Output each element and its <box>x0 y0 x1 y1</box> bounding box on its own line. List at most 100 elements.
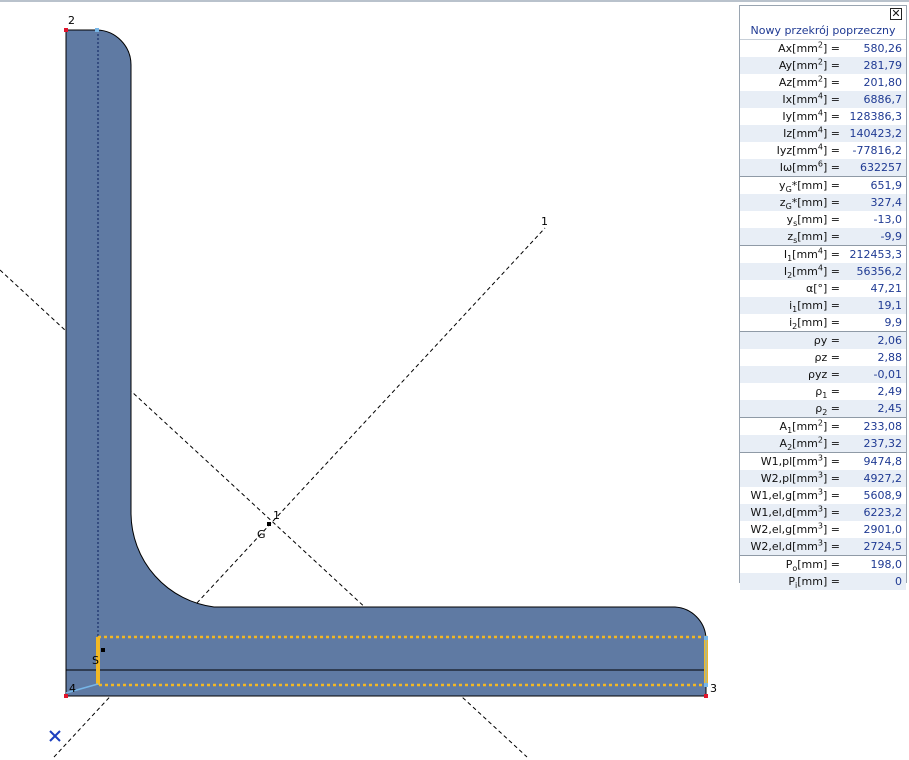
property-value: 237,32 <box>863 437 903 450</box>
property-row: yG*[mm] = 651,9 <box>740 176 906 194</box>
node-label-3: 3 <box>710 682 717 695</box>
property-value: 327,4 <box>870 196 903 209</box>
property-row: ρyz = -0,01 <box>740 366 906 383</box>
property-value: 651,9 <box>870 179 903 192</box>
property-row: W1,el,d[mm3] = 6223,2 <box>740 504 906 521</box>
property-row: I2[mm4] = 56356,2 <box>740 263 906 280</box>
property-value: 212453,3 <box>849 248 903 261</box>
property-value: 4927,2 <box>863 472 903 485</box>
property-row: ρ2 =2,45 <box>740 400 906 417</box>
property-key: W1,el,d[mm3] = <box>750 504 840 519</box>
property-value: 580,26 <box>863 42 903 55</box>
property-key: W2,el,g[mm3] = <box>750 521 840 536</box>
property-row: i2[mm] =9,9 <box>740 314 906 331</box>
node-right-top[interactable] <box>704 636 708 640</box>
property-key: ρz = <box>814 351 840 364</box>
close-icon[interactable]: ✕ <box>890 7 902 20</box>
property-key: Iy[mm4] = <box>782 108 840 123</box>
coordinate-origin-icon <box>49 730 61 742</box>
property-value: 2,06 <box>877 334 903 347</box>
property-row: Az[mm2] =201,80 <box>740 74 906 91</box>
property-row: α[°] = 47,21 <box>740 280 906 297</box>
node-4[interactable] <box>64 694 68 698</box>
property-key: ρy = <box>813 334 840 347</box>
property-row: A2[mm2] = 237,32 <box>740 435 906 452</box>
property-value: -0,01 <box>873 368 902 381</box>
property-key: Iz[mm4] = <box>783 125 840 140</box>
property-row: W2,el,d[mm3] = 2724,5 <box>740 538 906 555</box>
property-value: 281,79 <box>863 59 903 72</box>
node-2[interactable] <box>64 28 68 32</box>
property-key: ρyz = <box>808 368 840 381</box>
axis-label-1-center: 1 <box>273 509 280 522</box>
property-row: ρz = 2,88 <box>740 349 906 366</box>
property-key: W1,pl[mm3] = <box>760 453 840 468</box>
property-value: 128386,3 <box>849 110 903 123</box>
property-value: 140423,2 <box>849 127 903 140</box>
property-row: Ay[mm2] = 281,79 <box>740 57 906 74</box>
property-value: 2901,0 <box>863 523 903 536</box>
node-top-right[interactable] <box>95 28 99 32</box>
property-row: W1,pl[mm3] = 9474,8 <box>740 452 906 470</box>
property-value: 6223,2 <box>863 506 903 519</box>
property-value: 5608,9 <box>863 489 903 502</box>
property-key: A2[mm2] = <box>779 435 840 453</box>
property-key: ρ1 = <box>815 385 840 401</box>
shear-center-point[interactable] <box>101 648 105 652</box>
property-value: -13,0 <box>873 213 902 226</box>
property-value: 2724,5 <box>863 540 903 553</box>
property-key: α[°] = <box>805 282 840 295</box>
property-row: Pi[mm] = 0 <box>740 573 906 590</box>
property-value: -9,9 <box>880 230 902 243</box>
node-3[interactable] <box>704 694 708 698</box>
property-value: 2,45 <box>877 402 903 415</box>
edge-marker-bottom-left <box>65 683 99 694</box>
property-value: 47,21 <box>870 282 903 295</box>
property-row: W2,el,g[mm3] = 2901,0 <box>740 521 906 538</box>
property-key: Az[mm2] = <box>778 74 840 89</box>
centroid-point[interactable] <box>267 522 271 526</box>
property-key: Ix[mm4] = <box>782 91 840 106</box>
property-key: zs[mm] = <box>787 230 840 246</box>
property-value: 632257 <box>860 161 902 174</box>
property-key: Pi[mm] = <box>788 575 840 591</box>
node-label-2: 2 <box>68 14 75 27</box>
panel-title: Nowy przekrój poprzeczny <box>740 22 906 40</box>
property-key: ys[mm] = <box>786 213 840 229</box>
property-key: A1[mm2] = <box>779 418 840 436</box>
property-row: zs[mm] = -9,9 <box>740 228 906 245</box>
property-row: ρ1 =2,49 <box>740 383 906 400</box>
property-value: 19,1 <box>877 299 903 312</box>
property-key: Ax[mm2] = <box>778 40 840 55</box>
property-value: 9474,8 <box>863 455 903 468</box>
l-section-shape[interactable] <box>65 29 707 697</box>
property-key: Ay[mm2] = <box>778 57 840 72</box>
property-key: W1,el,g[mm3] = <box>750 487 840 502</box>
node-right-mid[interactable] <box>704 683 708 687</box>
property-value: 198,0 <box>870 558 903 571</box>
property-row: ys[mm] = -13,0 <box>740 211 906 228</box>
property-row: A1[mm2] =233,08 <box>740 417 906 435</box>
property-key: W2,el,d[mm3] = <box>750 538 840 553</box>
property-key: W2,pl[mm3] = <box>760 470 840 485</box>
property-key: i1[mm] = <box>789 299 840 315</box>
property-row: Po[mm] =198,0 <box>740 555 906 573</box>
property-key: yG*[mm] = <box>779 179 840 195</box>
property-row: Iy[mm4] = 128386,3 <box>740 108 906 125</box>
panel-title-bar: ✕ <box>740 6 906 22</box>
axis-label-1-top: 1 <box>541 215 548 228</box>
property-key: I2[mm4] = <box>783 263 840 281</box>
property-key: Iyz[mm4] = <box>776 142 840 157</box>
property-value: 9,9 <box>884 316 903 329</box>
property-value: -77816,2 <box>852 144 902 157</box>
shear-center-label: S <box>92 654 99 667</box>
property-value: 2,88 <box>877 351 903 364</box>
property-key: I1[mm4] = <box>783 246 840 264</box>
property-value: 56356,2 <box>856 265 903 278</box>
property-row: zG*[mm] =327,4 <box>740 194 906 211</box>
property-value: 0 <box>895 575 902 588</box>
property-row: Iω[mm6] =632257 <box>740 159 906 176</box>
centroid-label: G <box>257 528 266 541</box>
